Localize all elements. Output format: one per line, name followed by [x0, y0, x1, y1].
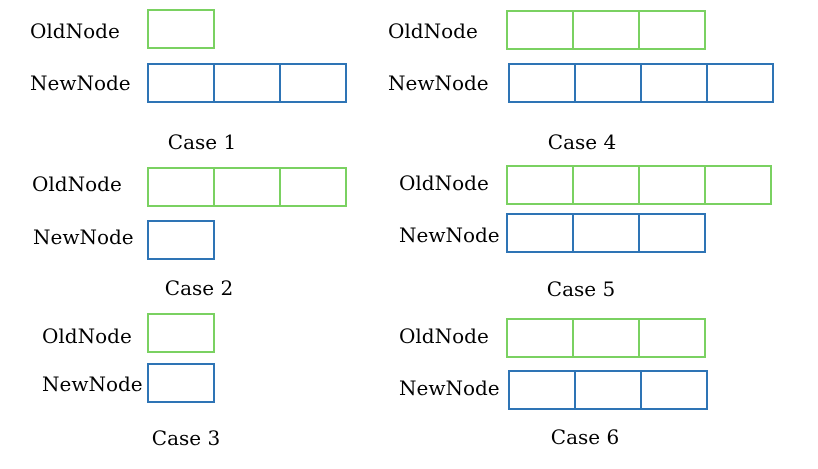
old-node-cell — [572, 10, 640, 50]
old-node-array — [506, 10, 706, 50]
new-node-cell — [706, 63, 774, 103]
old-node-cell — [506, 165, 574, 205]
new-node-cell — [147, 63, 215, 103]
old-node-cell — [638, 10, 706, 50]
case-caption: Case 1 — [167, 130, 237, 154]
new-node-cell — [574, 370, 642, 410]
case-caption: Case 4 — [547, 130, 617, 154]
old-node-cell — [147, 313, 215, 353]
old-node-cell — [638, 318, 706, 358]
old-node-cell — [704, 165, 772, 205]
case-caption: Case 5 — [546, 277, 616, 301]
old-node-cell — [572, 318, 640, 358]
new-node-cell — [506, 213, 574, 253]
new-node-array — [147, 363, 215, 403]
new-node-cell — [279, 63, 347, 103]
old-node-array — [147, 167, 347, 207]
case-caption: Case 2 — [164, 276, 234, 300]
old-node-cell — [572, 165, 640, 205]
old-node-label: OldNode — [399, 171, 489, 195]
old-node-array — [147, 313, 215, 353]
old-node-cell — [638, 165, 706, 205]
old-node-cell — [147, 9, 215, 49]
old-node-cell — [506, 10, 574, 50]
new-node-cell — [213, 63, 281, 103]
new-node-array — [508, 63, 774, 103]
case-caption: Case 6 — [550, 425, 620, 449]
old-node-cell — [147, 167, 215, 207]
new-node-cell — [147, 220, 215, 260]
new-node-cell — [640, 63, 708, 103]
new-node-label: NewNode — [399, 376, 500, 400]
new-node-label: NewNode — [33, 225, 134, 249]
old-node-label: OldNode — [30, 19, 120, 43]
old-node-cell — [506, 318, 574, 358]
new-node-array — [508, 370, 708, 410]
new-node-cell — [574, 63, 642, 103]
old-node-label: OldNode — [32, 172, 122, 196]
new-node-cell — [572, 213, 640, 253]
new-node-label: NewNode — [388, 71, 489, 95]
old-node-cell — [279, 167, 347, 207]
new-node-array — [147, 220, 215, 260]
new-node-cell — [638, 213, 706, 253]
new-node-label: NewNode — [42, 372, 143, 396]
new-node-cell — [508, 63, 576, 103]
old-node-array — [147, 9, 215, 49]
old-node-cell — [213, 167, 281, 207]
old-node-label: OldNode — [388, 19, 478, 43]
old-node-array — [506, 165, 772, 205]
new-node-cell — [147, 363, 215, 403]
new-node-cell — [508, 370, 576, 410]
old-node-label: OldNode — [399, 324, 489, 348]
case-caption: Case 3 — [151, 426, 221, 450]
new-node-cell — [640, 370, 708, 410]
new-node-label: NewNode — [399, 223, 500, 247]
old-node-label: OldNode — [42, 324, 132, 348]
new-node-array — [147, 63, 347, 103]
new-node-label: NewNode — [30, 71, 131, 95]
old-node-array — [506, 318, 706, 358]
new-node-array — [506, 213, 706, 253]
